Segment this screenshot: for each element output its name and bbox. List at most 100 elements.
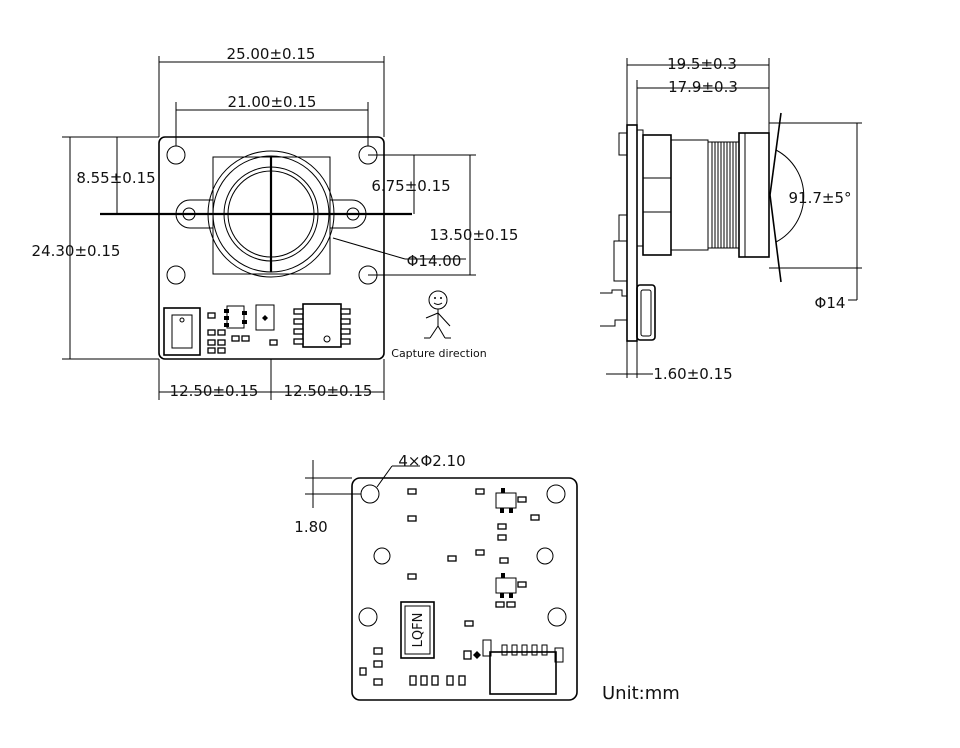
dim-back-holes: 4×Φ2.10 xyxy=(398,452,465,470)
dim-fov: 91.7±5° xyxy=(788,189,851,207)
capture-direction-label: Capture direction xyxy=(391,347,486,360)
side-board-layer xyxy=(636,129,644,247)
small-module xyxy=(255,304,275,331)
smd-pad xyxy=(373,678,383,686)
smd-pad xyxy=(447,555,457,562)
smd-pad xyxy=(359,667,367,676)
back-connector-tab xyxy=(554,647,564,663)
smd-pad xyxy=(217,329,226,336)
leader-line xyxy=(376,465,393,488)
back-view: 4×Φ2.10 1.80 LQFN xyxy=(294,452,578,701)
smd-pad xyxy=(517,581,527,588)
sot-lead xyxy=(509,508,513,513)
component-dot xyxy=(179,317,185,323)
back-hole-bottom-right xyxy=(547,607,567,627)
dim-width-total: 25.00±0.15 xyxy=(227,45,316,63)
smd-pad xyxy=(207,312,216,319)
smd-pad xyxy=(420,675,428,686)
chip-pin1-dot xyxy=(323,335,331,343)
side-component xyxy=(618,132,628,156)
sot-lead xyxy=(501,573,505,578)
soic-lead xyxy=(340,308,351,315)
back-board-outline xyxy=(351,477,578,701)
dim-back-hole-offset: 1.80 xyxy=(294,518,327,536)
soic-lead xyxy=(340,328,351,335)
leader-line xyxy=(332,237,406,260)
soic-lead xyxy=(340,318,351,325)
smd-pad xyxy=(409,675,417,686)
fov-line-top xyxy=(769,112,782,196)
connector-marker xyxy=(473,651,481,659)
fov-arc xyxy=(775,149,805,243)
soic-lead xyxy=(340,338,351,345)
component-block-left-inner xyxy=(171,314,193,349)
sot-lead xyxy=(509,593,513,598)
sot-lead xyxy=(500,593,504,598)
smd-pad xyxy=(207,339,216,346)
back-hole-mid-left xyxy=(373,547,391,565)
unit-label: Unit:mm xyxy=(602,683,680,704)
connector-pin xyxy=(531,644,538,656)
soic-lead xyxy=(293,308,304,315)
lqfn-label: LQFN xyxy=(411,613,426,648)
dim-side-lens-diameter: Φ14 xyxy=(815,294,846,312)
sot-lead xyxy=(500,508,504,513)
sot-lead xyxy=(224,316,229,320)
dim-half-width-right: 12.50±0.15 xyxy=(284,382,373,400)
smd-pad xyxy=(207,347,216,354)
soic-chip xyxy=(302,303,342,348)
dim-side-length-total: 19.5±0.3 xyxy=(667,55,737,73)
lqfn-chip-inner xyxy=(404,605,431,655)
side-connector-inner xyxy=(640,289,652,337)
dim-lens-offset: 6.75±0.15 xyxy=(371,177,450,195)
dim-lens-diameter: Φ14.00 xyxy=(407,252,462,270)
side-connector xyxy=(600,319,627,327)
smd-pad xyxy=(241,335,250,342)
smd-pad xyxy=(373,647,383,655)
dim-board-thickness: 1.60±0.15 xyxy=(653,365,732,383)
side-connector-back xyxy=(636,284,656,341)
side-component xyxy=(618,214,628,242)
smd-pad xyxy=(497,534,507,541)
back-hole-top-right xyxy=(546,484,566,504)
sot-lead xyxy=(242,311,247,315)
dim-hole-spacing: 21.00±0.15 xyxy=(228,93,317,111)
lens-holder-side xyxy=(642,134,672,256)
fov-line-bottom xyxy=(769,194,782,283)
smd-pad xyxy=(464,620,474,627)
back-sot-chip-2 xyxy=(495,577,517,594)
smd-pad xyxy=(530,514,540,521)
sot-lead xyxy=(224,323,229,327)
smd-pad xyxy=(407,488,417,495)
smd-pad xyxy=(475,488,485,495)
soic-lead xyxy=(293,328,304,335)
lens-head-side xyxy=(738,132,770,258)
back-connector-tab xyxy=(482,639,492,657)
smd-pad xyxy=(463,650,472,660)
front-view: 25.00±0.15 21.00±0.15 24.30±0.15 8.55±0.… xyxy=(32,45,519,400)
dim-hole-vertical: 13.50±0.15 xyxy=(430,226,519,244)
hole-top-left xyxy=(166,145,186,165)
dim-half-width-left: 12.50±0.15 xyxy=(170,382,259,400)
sot-lead xyxy=(501,488,505,493)
dim-side-length-lens: 17.9±0.3 xyxy=(668,78,738,96)
lqfn-chip xyxy=(400,601,435,659)
connector-pin xyxy=(501,644,508,656)
smd-pad xyxy=(495,601,505,608)
side-connector xyxy=(600,289,627,297)
sot-chip xyxy=(226,305,245,329)
back-hole-mid-right xyxy=(536,547,554,565)
connector-pin xyxy=(511,644,518,656)
smd-pad xyxy=(231,335,240,342)
smd-pad xyxy=(497,523,507,530)
smd-pad xyxy=(506,601,516,608)
smd-pad xyxy=(407,515,417,522)
smd-pad xyxy=(269,339,278,346)
smd-pad xyxy=(217,339,226,346)
smd-pad xyxy=(458,675,466,686)
lens-barrel-base xyxy=(670,139,709,251)
side-view: 91.7±5° Φ14 19.5±0.3 17.9±0.3 1.60±0.15 xyxy=(600,55,862,383)
side-board xyxy=(626,124,638,342)
